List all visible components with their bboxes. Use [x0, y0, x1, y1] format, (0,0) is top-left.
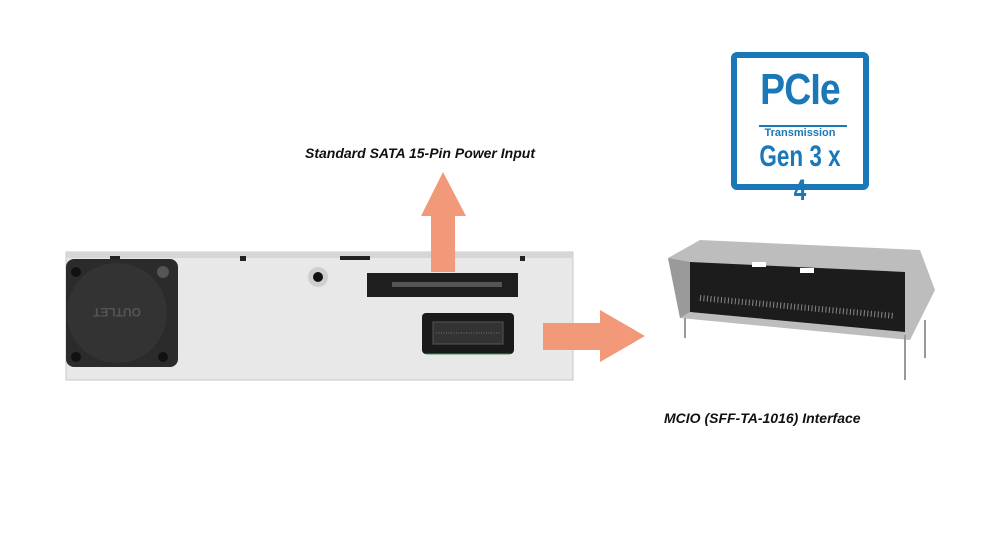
mcio-label: MCIO (SFF-TA-1016) Interface	[664, 410, 861, 426]
mcio-connector-image	[668, 240, 935, 380]
badge-spec: Gen 3 x 4	[759, 140, 841, 207]
arrow-up-icon	[421, 172, 466, 272]
fan-label: OUTLET	[92, 305, 141, 319]
mcio-port	[422, 313, 514, 355]
badge-subtitle: Transmission	[764, 127, 836, 139]
badge-divider	[759, 125, 847, 127]
pcie-badge: PCIe Transmission Gen 3 x 4	[731, 52, 869, 207]
fan-outlet: OUTLET	[66, 259, 178, 367]
badge-title: PCIe	[760, 65, 841, 114]
sata-power-port	[367, 273, 518, 297]
arrow-right-icon	[543, 310, 645, 362]
sata-label: Standard SATA 15-Pin Power Input	[305, 145, 535, 161]
